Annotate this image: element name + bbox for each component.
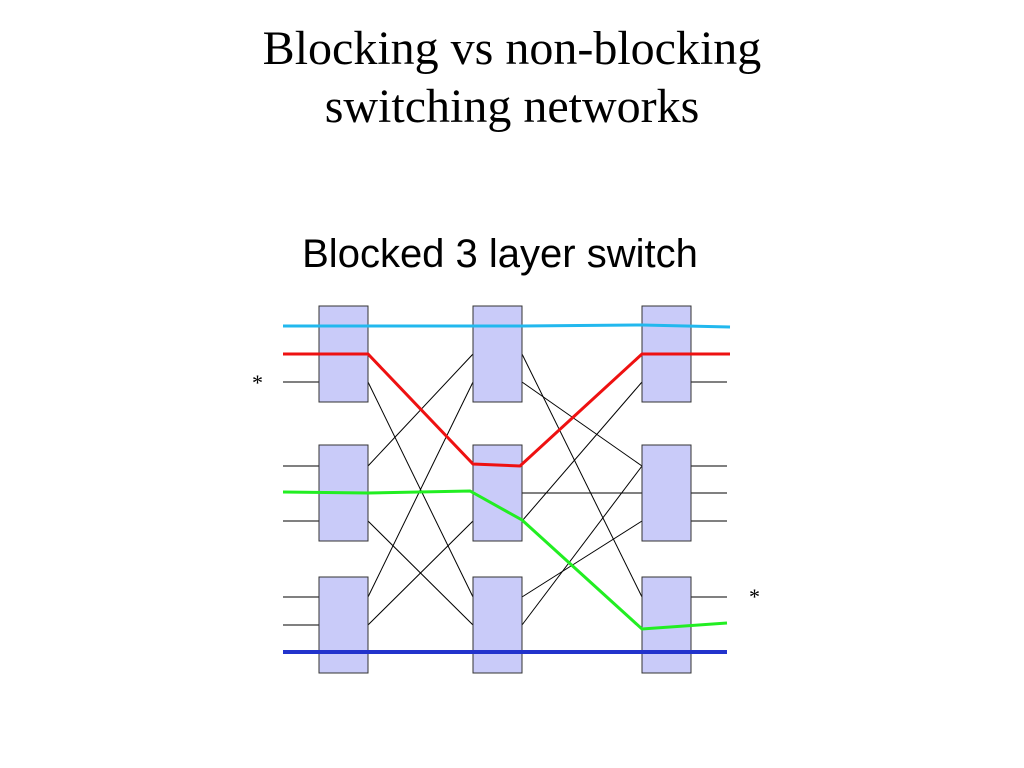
switch-box	[318, 576, 369, 674]
link-wire	[521, 381, 643, 522]
green-path	[282, 489, 728, 631]
switch-stage-2	[472, 305, 523, 674]
switch-stage-3	[641, 305, 692, 674]
slide-title-line-1: Blocking vs non-blocking	[262, 22, 762, 75]
cyan-path	[283, 323, 731, 329]
slide-title: Blocking vs non-blocking switching netwo…	[0, 20, 1024, 136]
blocked-output-marker: *	[749, 584, 760, 609]
switch-box	[641, 444, 692, 542]
link-wire	[521, 465, 643, 626]
blocked-input-marker: *	[252, 370, 263, 395]
link-wire	[367, 381, 474, 598]
switch-stage-1	[318, 305, 369, 674]
diagram-title: Blocked 3 layer switch	[0, 232, 1000, 277]
link-wire	[521, 353, 643, 598]
switch-box	[472, 444, 523, 542]
red-path	[283, 352, 730, 468]
link-wire	[521, 520, 643, 598]
link-wire	[521, 381, 643, 467]
diagram-title-text: Blocked 3 layer switch	[302, 232, 698, 276]
interconnect-wires	[283, 353, 727, 626]
switch-box	[472, 576, 523, 674]
link-wire	[367, 520, 474, 626]
slide-title-line-2: switching networks	[324, 80, 700, 133]
switch-box	[472, 305, 523, 403]
